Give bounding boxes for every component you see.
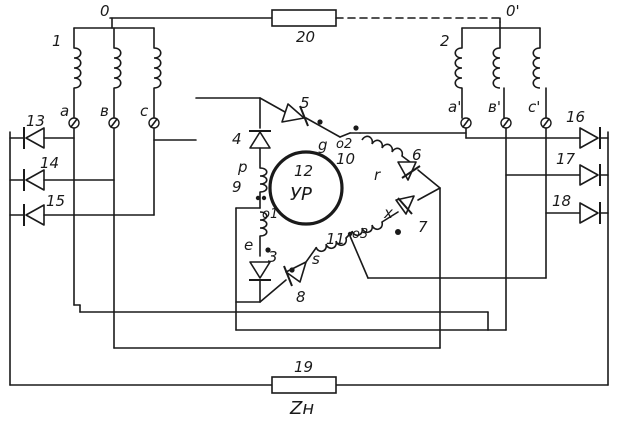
label-b: в bbox=[100, 102, 109, 120]
polarity-dot-8 bbox=[289, 267, 295, 273]
wire-o2-link bbox=[339, 132, 351, 138]
diode-14 bbox=[25, 169, 45, 191]
diode-7-bar bbox=[397, 197, 413, 215]
terminal-c2-slash bbox=[542, 118, 550, 128]
coil-c bbox=[153, 47, 162, 89]
coil-e bbox=[259, 211, 268, 237]
label-e: e bbox=[244, 236, 253, 254]
diode-4 bbox=[249, 131, 271, 149]
label-load-zn: Zн bbox=[289, 398, 314, 419]
label-x: x bbox=[383, 204, 393, 222]
coil-b2 bbox=[492, 47, 501, 89]
wire-bottom-vertex bbox=[259, 279, 287, 303]
label-16: 16 bbox=[566, 108, 585, 126]
polarity-dot-3 bbox=[265, 247, 271, 253]
coil-b bbox=[113, 47, 122, 89]
label-9: 9 bbox=[232, 178, 242, 196]
label-o1: o1 bbox=[262, 207, 278, 222]
polarity-dot-o3 bbox=[347, 231, 353, 237]
wire-d7-in bbox=[417, 187, 441, 201]
terminal-c-slash bbox=[150, 118, 158, 128]
coil-a bbox=[73, 47, 82, 89]
terminal-a-slash bbox=[70, 118, 78, 128]
label-b-prime: в' bbox=[488, 98, 501, 116]
label-12: 12 bbox=[294, 162, 313, 180]
polarity-dot-o1b bbox=[261, 195, 267, 201]
label-o2: o2 bbox=[336, 137, 352, 152]
label-p: p bbox=[237, 158, 248, 176]
label-15: 15 bbox=[46, 192, 65, 210]
terminal-b2-slash bbox=[502, 118, 510, 128]
diode-17 bbox=[579, 164, 599, 186]
label-19: 19 bbox=[294, 358, 313, 376]
diode-6-bar bbox=[401, 165, 421, 179]
diode-3 bbox=[249, 261, 271, 279]
label-0: 0 bbox=[100, 2, 110, 20]
diode-13 bbox=[25, 127, 45, 149]
regulator-circle-12 bbox=[268, 150, 344, 226]
label-14: 14 bbox=[40, 154, 59, 172]
wire-d6-in bbox=[401, 155, 411, 163]
wire-right-vertex bbox=[417, 169, 441, 189]
polarity-dot-o2 bbox=[353, 125, 359, 131]
label-a-prime: a' bbox=[448, 98, 461, 116]
label-13: 13 bbox=[26, 112, 45, 130]
label-17: 17 bbox=[556, 150, 576, 168]
diode-5 bbox=[281, 103, 305, 123]
polarity-dot-7 bbox=[395, 229, 401, 235]
label-3: 3 bbox=[268, 248, 278, 266]
label-11: 11 bbox=[326, 230, 345, 248]
wire-o3-to-c2 bbox=[349, 235, 369, 279]
diode-15 bbox=[25, 204, 45, 226]
label-0-prime: 0' bbox=[506, 2, 520, 20]
resistor-19-load bbox=[271, 376, 337, 394]
diode-16 bbox=[579, 127, 599, 149]
resistor-20 bbox=[271, 9, 337, 27]
label-c-prime: c' bbox=[528, 98, 540, 116]
label-regulator: УР bbox=[290, 184, 312, 205]
coil-c2 bbox=[532, 47, 541, 89]
label-6: 6 bbox=[412, 146, 422, 164]
polarity-dot-o1a bbox=[255, 195, 261, 201]
diode-8 bbox=[285, 261, 307, 283]
label-4: 4 bbox=[232, 130, 242, 148]
label-s: s bbox=[312, 250, 320, 268]
label-2: 2 bbox=[440, 32, 450, 50]
wire-edge-d5-out bbox=[305, 117, 341, 138]
polarity-dot-5 bbox=[317, 119, 323, 125]
label-a: a bbox=[60, 102, 69, 120]
label-1: 1 bbox=[52, 32, 62, 50]
label-10: 10 bbox=[336, 150, 355, 168]
coil-s bbox=[315, 237, 348, 253]
label-5: 5 bbox=[300, 94, 310, 112]
terminal-a2-slash bbox=[462, 118, 470, 128]
label-c: c bbox=[140, 102, 149, 120]
coil-11 bbox=[351, 221, 384, 237]
diode-5-bar bbox=[299, 105, 309, 127]
diode-18 bbox=[579, 202, 599, 224]
wire-d8-in bbox=[305, 247, 317, 263]
wire-edge-d5-in bbox=[259, 97, 286, 113]
coil-10 bbox=[361, 135, 404, 157]
label-r: r bbox=[374, 166, 381, 184]
label-18: 18 bbox=[552, 192, 571, 210]
label-g: g bbox=[318, 136, 328, 154]
label-20: 20 bbox=[296, 28, 315, 46]
coil-a2 bbox=[454, 47, 463, 89]
coil-9 bbox=[259, 167, 268, 193]
label-o3: o3 bbox=[352, 227, 368, 242]
terminal-b-slash bbox=[110, 118, 118, 128]
label-7: 7 bbox=[418, 218, 428, 236]
label-8: 8 bbox=[296, 288, 306, 306]
wire-d7-out bbox=[381, 211, 399, 223]
diode-8-bar bbox=[283, 265, 293, 287]
